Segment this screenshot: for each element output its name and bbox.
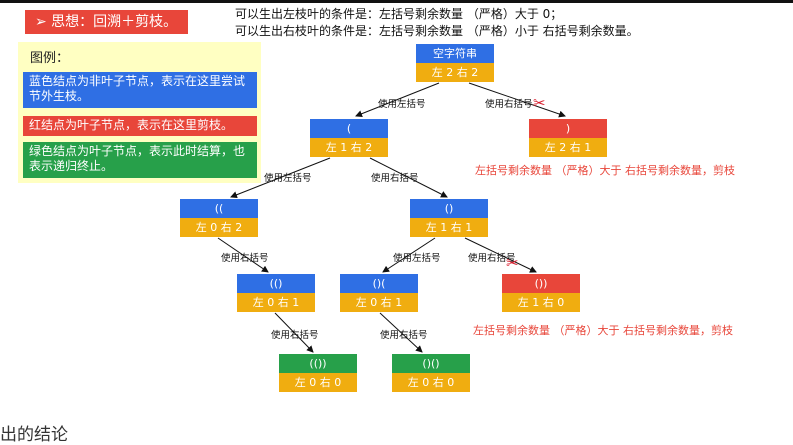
node-ll2: (( 左 0 右 2 bbox=[180, 199, 258, 237]
legend-box: 图例： 蓝色结点为非叶子节点，表示在这里尝试节外生枝。 红结点为叶子节点，表示在… bbox=[18, 42, 261, 183]
node-lrlr4-counts: 左 0 右 0 bbox=[392, 373, 470, 392]
node-lrlr4-result: ()() 左 0 右 0 bbox=[392, 354, 470, 392]
edge-lr2-left bbox=[382, 237, 436, 273]
title-badge: ➢ 思想：回溯＋剪枝。 bbox=[25, 10, 188, 34]
edge-root-left bbox=[355, 82, 440, 118]
edge-label-lrl3-right: 使用右括号 bbox=[380, 330, 428, 341]
scissors-icon: ✂ bbox=[506, 254, 519, 272]
legend-green-node: 绿色结点为叶子节点，表示此时结算，也表示递归终止。 bbox=[23, 142, 257, 178]
node-root-counts: 左 2 右 2 bbox=[416, 63, 494, 82]
edge-label-l1-right: 使用右括号 bbox=[371, 173, 419, 184]
right-branch-condition: 可以生出右枝叶的条件是：左括号剩余数量 （严格）小于 右括号剩余数量。 bbox=[235, 24, 639, 38]
top-border bbox=[0, 0, 793, 3]
edge-label-ll2-right: 使用右括号 bbox=[221, 253, 269, 264]
bottom-text-fragment: 出的结论 bbox=[0, 425, 68, 445]
node-lr2: () 左 1 右 1 bbox=[410, 199, 488, 237]
node-l1-string: ( bbox=[310, 119, 388, 138]
node-lr2-counts: 左 1 右 1 bbox=[410, 218, 488, 237]
legend-red-node: 红结点为叶子节点，表示在这里剪枝。 bbox=[23, 116, 257, 136]
legend-title: 图例： bbox=[30, 51, 70, 66]
prune-note-r1: 左括号剩余数量 （严格）大于 右括号剩余数量，剪枝 bbox=[475, 164, 735, 177]
edge-lr2-right bbox=[464, 237, 537, 273]
conditions-text: 可以生出左枝叶的条件是：左括号剩余数量 （严格）大于 0； 可以生出右枝叶的条件… bbox=[235, 6, 639, 40]
node-l1: ( 左 1 右 2 bbox=[310, 119, 388, 157]
node-lrl3-string: ()( bbox=[340, 274, 418, 293]
node-lrr3-pruned: ()) 左 1 右 0 bbox=[502, 274, 580, 312]
node-root: 空字符串 左 2 右 2 bbox=[416, 44, 494, 82]
scissors-icon: ✂ bbox=[533, 94, 546, 112]
edge-root-right bbox=[468, 82, 566, 118]
edge-l1-right bbox=[369, 157, 448, 198]
edge-l1-left bbox=[230, 157, 331, 199]
node-lrl3: ()( 左 0 右 1 bbox=[340, 274, 418, 312]
edge-label-lr2-right: 使用右括号 bbox=[468, 253, 516, 264]
node-root-string: 空字符串 bbox=[416, 44, 494, 63]
left-branch-condition: 可以生出左枝叶的条件是：左括号剩余数量 （严格）大于 0； bbox=[235, 7, 563, 21]
edge-lrl3-right bbox=[379, 312, 423, 353]
node-lr2-string: () bbox=[410, 199, 488, 218]
tree-edges bbox=[217, 82, 566, 353]
node-llrr4-result: (()) 左 0 右 0 bbox=[279, 354, 357, 392]
node-lrr3-counts: 左 1 右 0 bbox=[502, 293, 580, 312]
edge-label-root-left: 使用左括号 bbox=[378, 99, 426, 110]
node-l1-counts: 左 1 右 2 bbox=[310, 138, 388, 157]
node-llr3-string: (() bbox=[237, 274, 315, 293]
node-llr3: (() 左 0 右 1 bbox=[237, 274, 315, 312]
node-lrl3-counts: 左 0 右 1 bbox=[340, 293, 418, 312]
node-r1-counts: 左 2 右 1 bbox=[529, 138, 607, 157]
node-lrr3-string: ()) bbox=[502, 274, 580, 293]
node-llrr4-counts: 左 0 右 0 bbox=[279, 373, 357, 392]
edge-label-llr3-right: 使用右括号 bbox=[271, 330, 319, 341]
edge-llr3-right bbox=[274, 312, 314, 353]
edge-ll2-right bbox=[217, 237, 269, 273]
node-llr3-counts: 左 0 右 1 bbox=[237, 293, 315, 312]
prune-note-lrr3: 左括号剩余数量 （严格）大于 右括号剩余数量，剪枝 bbox=[473, 324, 733, 337]
node-lrlr4-string: ()() bbox=[392, 354, 470, 373]
node-r1-pruned: ) 左 2 右 1 bbox=[529, 119, 607, 157]
edge-label-lr2-left: 使用左括号 bbox=[393, 253, 441, 264]
node-r1-string: ) bbox=[529, 119, 607, 138]
node-llrr4-string: (()) bbox=[279, 354, 357, 373]
node-ll2-counts: 左 0 右 2 bbox=[180, 218, 258, 237]
edge-label-root-right: 使用右括号 bbox=[485, 99, 533, 110]
legend-blue-node: 蓝色结点为非叶子节点，表示在这里尝试节外生枝。 bbox=[23, 72, 257, 108]
edge-label-l1-left: 使用左括号 bbox=[264, 173, 312, 184]
node-ll2-string: (( bbox=[180, 199, 258, 218]
